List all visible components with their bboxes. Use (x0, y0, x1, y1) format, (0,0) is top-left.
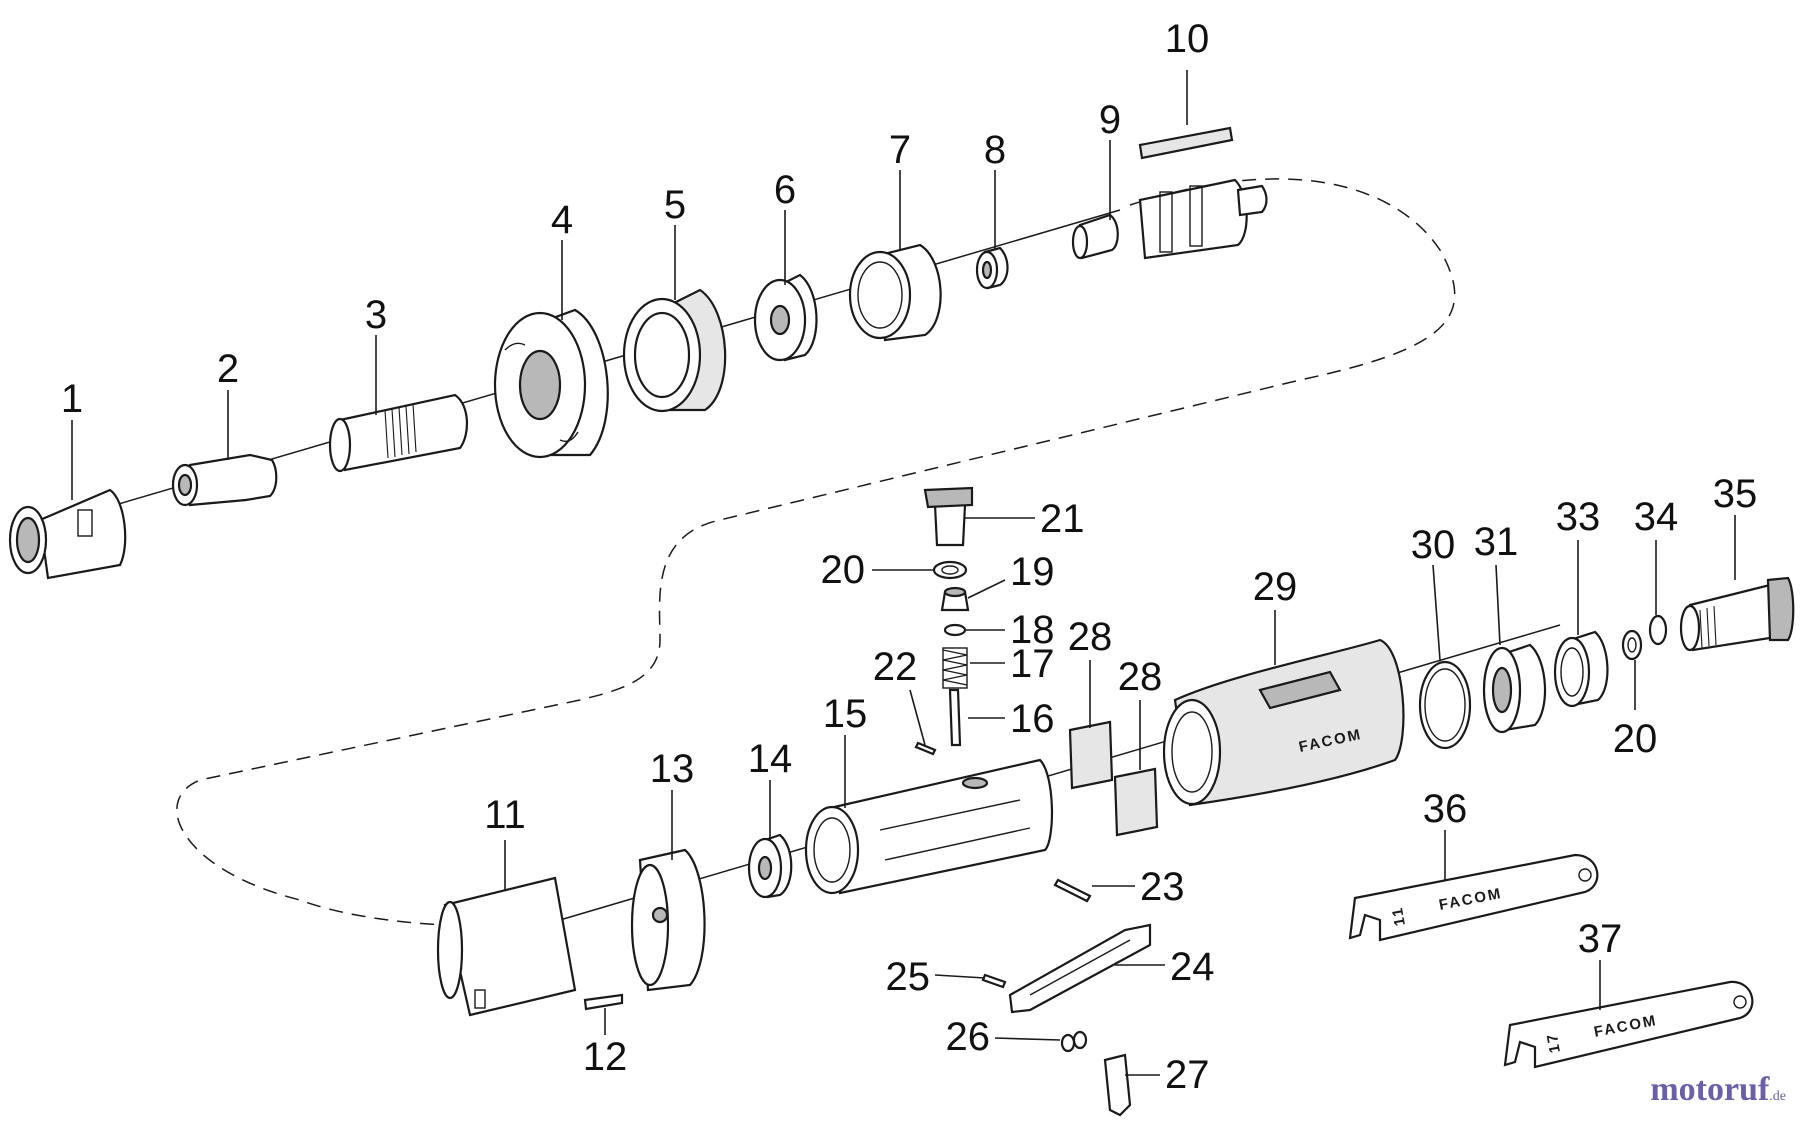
part-37-wrench: FACOM 17 (1503, 980, 1754, 1069)
part-8-small-bearing (975, 246, 1009, 290)
part-30-o-ring (1418, 660, 1472, 750)
part-9-rotor (1071, 178, 1268, 260)
part-12-pin (583, 993, 624, 1011)
wrench-a-size: 11 (1389, 905, 1409, 928)
part-18-o-ring (943, 623, 967, 637)
wrench-b-size: 17 (1544, 1031, 1564, 1054)
callout-20-top: 20 (821, 548, 866, 592)
callout-3: 3 (365, 293, 387, 337)
part-26-spring (1060, 1030, 1088, 1053)
part-13-rear-plate (630, 848, 706, 992)
part-10-vane (1138, 126, 1234, 160)
part-33-nut (1553, 630, 1609, 708)
part-4-clamp-ring (493, 308, 609, 459)
leader-lines (71, 70, 1736, 1076)
part-2-collet (171, 453, 278, 507)
callout-30: 30 (1411, 523, 1456, 567)
part-19-valve (940, 586, 970, 612)
callout-18: 18 (1010, 608, 1055, 652)
callout-25: 25 (886, 955, 931, 999)
watermark-suffix: .de (1769, 1089, 1786, 1104)
callout-28-b: 28 (1118, 655, 1163, 699)
callout-16: 16 (1010, 697, 1055, 741)
callout-10: 10 (1165, 17, 1210, 61)
callout-5: 5 (664, 183, 686, 227)
callout-21: 21 (1040, 497, 1085, 541)
part-27-latch (1103, 1053, 1132, 1117)
callout-36: 36 (1423, 787, 1468, 831)
callout-11: 11 (484, 793, 526, 837)
callout-29: 29 (1253, 565, 1298, 609)
callout-15: 15 (823, 692, 868, 736)
part-23-pin (1053, 878, 1092, 903)
part-6-bearing (753, 273, 818, 362)
callout-8: 8 (984, 128, 1006, 172)
callout-35: 35 (1713, 472, 1758, 516)
callout-17: 17 (1010, 642, 1055, 686)
callout-22: 22 (873, 645, 918, 689)
callout-31: 31 (1474, 520, 1519, 564)
callout-34: 34 (1634, 495, 1679, 539)
part-24-lever (1008, 923, 1152, 1014)
part-11-sleeve (436, 876, 577, 1017)
watermark-name: motoruf (1650, 1071, 1770, 1108)
part-25-pin (981, 973, 1007, 989)
callout-6: 6 (774, 168, 796, 212)
callout-23: 23 (1140, 865, 1185, 909)
part-35-air-inlet (1679, 576, 1795, 652)
callout-4: 4 (551, 198, 573, 242)
part-34-o-ring (1648, 614, 1668, 646)
callout-37: 37 (1578, 917, 1623, 961)
part-20-washer-top (932, 560, 968, 580)
callout-20-bottom: 20 (1613, 717, 1658, 761)
callout-26: 26 (946, 1015, 991, 1059)
part-28-block-b (1113, 767, 1159, 837)
callout-13: 13 (650, 747, 695, 791)
part-20-washer-bottom (1621, 629, 1643, 661)
callout-12: 12 (583, 1035, 628, 1079)
callout-28-a: 28 (1068, 615, 1113, 659)
part-22-pin (914, 741, 937, 756)
part-29-handle: FACOM (1162, 638, 1405, 807)
callout-33: 33 (1556, 495, 1601, 539)
callout-7: 7 (889, 128, 911, 172)
callout-1: 1 (61, 377, 83, 421)
part-7-end-plate (848, 243, 942, 342)
callout-labels: 1 2 3 4 5 6 7 8 9 10 11 12 13 14 15 16 1… (61, 17, 1757, 1097)
callout-24: 24 (1170, 945, 1215, 989)
part-16-valve-stem (948, 688, 962, 747)
callout-14: 14 (748, 737, 793, 781)
callout-9: 9 (1099, 98, 1121, 142)
part-1-collet-nut (8, 488, 127, 580)
part-36-wrench: FACOM 11 (1348, 853, 1599, 942)
part-15-motor-housing (804, 758, 1054, 895)
callout-19: 19 (1010, 550, 1055, 594)
part-14-rear-bearing (747, 833, 793, 899)
part-17-spring (942, 647, 968, 689)
part-28-block-a (1068, 720, 1114, 790)
callout-2: 2 (217, 347, 239, 391)
part-5-threaded-ring (622, 288, 727, 413)
part-3-spindle (328, 393, 469, 473)
callout-27: 27 (1165, 1053, 1210, 1097)
part-31-exhaust-ring (1482, 643, 1547, 734)
part-21-plug (923, 486, 974, 547)
watermark: motoruf.de (1650, 1071, 1786, 1109)
